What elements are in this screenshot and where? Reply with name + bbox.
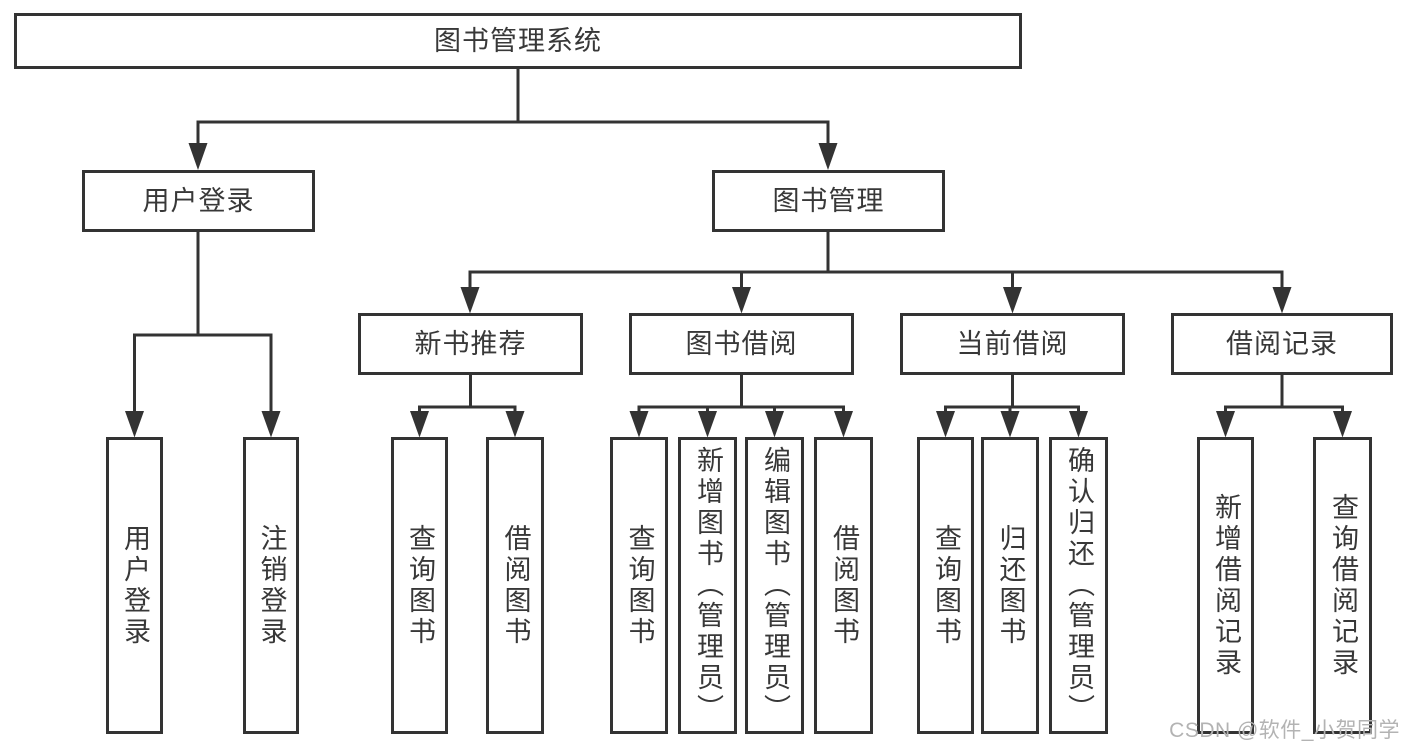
leaf-user-login-label: 用户登录 [120,523,150,648]
node-current-borrowing-label: 当前借阅 [956,328,1069,359]
leaf-nb-borrow-books: 借阅图书 [486,437,544,734]
leaf-logout: 注销登录 [243,437,299,734]
node-root: 图书管理系统 [14,13,1022,69]
node-root-label: 图书管理系统 [434,25,602,56]
node-book-management: 图书管理 [712,170,945,232]
leaf-bb-add-books-admin: 新增图书（管理员） [678,437,737,734]
leaf-br-add-record: 新增借阅记录 [1197,437,1254,734]
node-borrowing-records: 借阅记录 [1171,313,1393,375]
leaf-bb-query-books: 查询图书 [610,437,668,734]
leaf-cb-query-books-label: 查询图书 [931,523,961,648]
leaf-bb-edit-books-admin: 编辑图书（管理员） [745,437,804,734]
node-new-book-recommendation: 新书推荐 [358,313,583,375]
node-user-login-label: 用户登录 [142,185,255,216]
node-book-borrowing: 图书借阅 [629,313,854,375]
node-book-management-label: 图书管理 [772,185,885,216]
csdn-watermark: CSDN @软件_小贺同学 [1169,719,1400,742]
leaf-cb-return-books: 归还图书 [981,437,1039,734]
leaf-bb-borrow-books-label: 借阅图书 [829,523,859,648]
leaf-nb-query-books: 查询图书 [391,437,448,734]
leaf-bb-borrow-books: 借阅图书 [814,437,873,734]
node-book-borrowing-label: 图书借阅 [685,328,798,359]
leaf-nb-borrow-books-label: 借阅图书 [500,523,531,648]
leaf-cb-confirm-return-admin-label: 确认归还（管理员） [1064,446,1094,725]
leaf-br-query-record-label: 查询借阅记录 [1328,492,1358,679]
leaf-bb-edit-books-admin-label: 编辑图书（管理员） [760,446,790,725]
leaf-cb-query-books: 查询图书 [917,437,974,734]
node-borrowing-records-label: 借阅记录 [1226,328,1338,359]
node-new-book-recommendation-label: 新书推荐 [414,328,527,359]
node-current-borrowing: 当前借阅 [900,313,1125,375]
leaf-user-login: 用户登录 [106,437,163,734]
leaf-cb-confirm-return-admin: 确认归还（管理员） [1049,437,1108,734]
leaf-bb-add-books-admin-label: 新增图书（管理员） [693,446,723,725]
leaf-cb-return-books-label: 归还图书 [995,523,1026,648]
leaf-logout-label: 注销登录 [256,523,287,648]
leaf-br-query-record: 查询借阅记录 [1313,437,1372,734]
leaf-br-add-record-label: 新增借阅记录 [1211,492,1241,679]
leaf-nb-query-books-label: 查询图书 [405,523,435,648]
node-user-login: 用户登录 [82,170,315,232]
leaf-bb-query-books-label: 查询图书 [624,523,655,648]
